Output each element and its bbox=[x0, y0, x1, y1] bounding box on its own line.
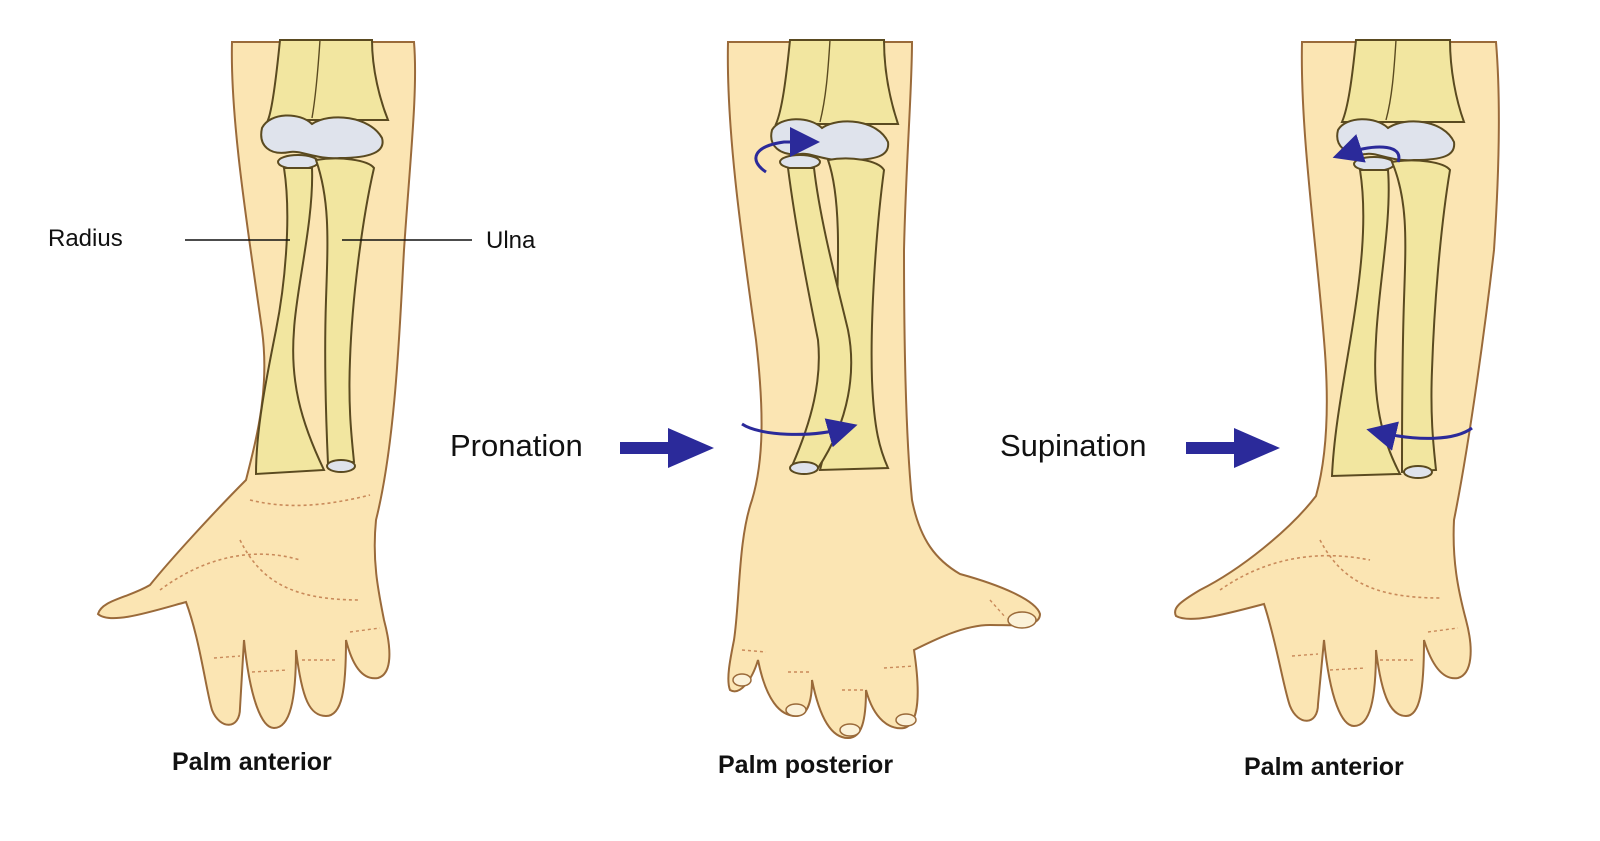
left-ulna-head bbox=[326, 459, 356, 473]
middle-upper-rotation-arrow bbox=[754, 127, 820, 174]
middle-nail-3 bbox=[839, 723, 861, 737]
middle-nail-5 bbox=[1007, 611, 1037, 629]
middle-humerus bbox=[774, 39, 900, 125]
middle-radius-distal-head bbox=[789, 461, 819, 475]
left-humerus bbox=[266, 39, 390, 121]
right-lower-rotation-arrow bbox=[1366, 421, 1473, 451]
right-elbow-cartilage bbox=[1336, 118, 1456, 162]
left-finger-crease bbox=[213, 627, 381, 673]
left-palm-crease-2 bbox=[239, 539, 361, 601]
left-forearm-figure bbox=[96, 39, 472, 730]
supination-arrow bbox=[1186, 428, 1280, 468]
left-palm-crease-1 bbox=[159, 553, 301, 591]
left-palm-crease-3 bbox=[249, 494, 371, 507]
right-palm-crease-1 bbox=[1219, 554, 1371, 591]
right-ulna-bone bbox=[1390, 159, 1452, 474]
supination-label: Supination bbox=[1000, 428, 1147, 463]
left-radius-bone bbox=[254, 167, 326, 476]
middle-hand-crease bbox=[741, 599, 1007, 691]
left-ulna-bone bbox=[314, 157, 376, 466]
middle-nail-1 bbox=[732, 673, 752, 687]
right-upper-rotation-arrow bbox=[1332, 134, 1401, 163]
middle-elbow-cartilage bbox=[770, 118, 890, 162]
right-radius-head bbox=[1353, 156, 1395, 172]
middle-nail-2 bbox=[785, 703, 807, 717]
right-ulna-head bbox=[1403, 465, 1433, 479]
radius-label: Radius bbox=[48, 225, 123, 252]
left-radius-head bbox=[277, 154, 319, 170]
middle-forearm-figure bbox=[726, 39, 1042, 740]
right-radius-bone bbox=[1330, 169, 1402, 478]
middle-radius-head bbox=[779, 154, 821, 170]
middle-nail-4 bbox=[895, 713, 917, 727]
ulna-label: Ulna bbox=[486, 227, 536, 254]
caption-left: Palm anterior bbox=[172, 748, 332, 776]
caption-middle: Palm posterior bbox=[718, 751, 894, 779]
middle-lower-rotation-arrow bbox=[741, 418, 858, 448]
right-finger-crease bbox=[1291, 627, 1459, 671]
left-elbow-cartilage bbox=[260, 114, 384, 160]
right-palm-crease-2 bbox=[1319, 539, 1441, 599]
right-forearm-figure bbox=[1174, 39, 1500, 728]
right-humerus bbox=[1340, 39, 1466, 123]
caption-right: Palm anterior bbox=[1244, 753, 1404, 781]
pronation-label: Pronation bbox=[450, 428, 583, 463]
pronation-arrow bbox=[620, 428, 714, 468]
